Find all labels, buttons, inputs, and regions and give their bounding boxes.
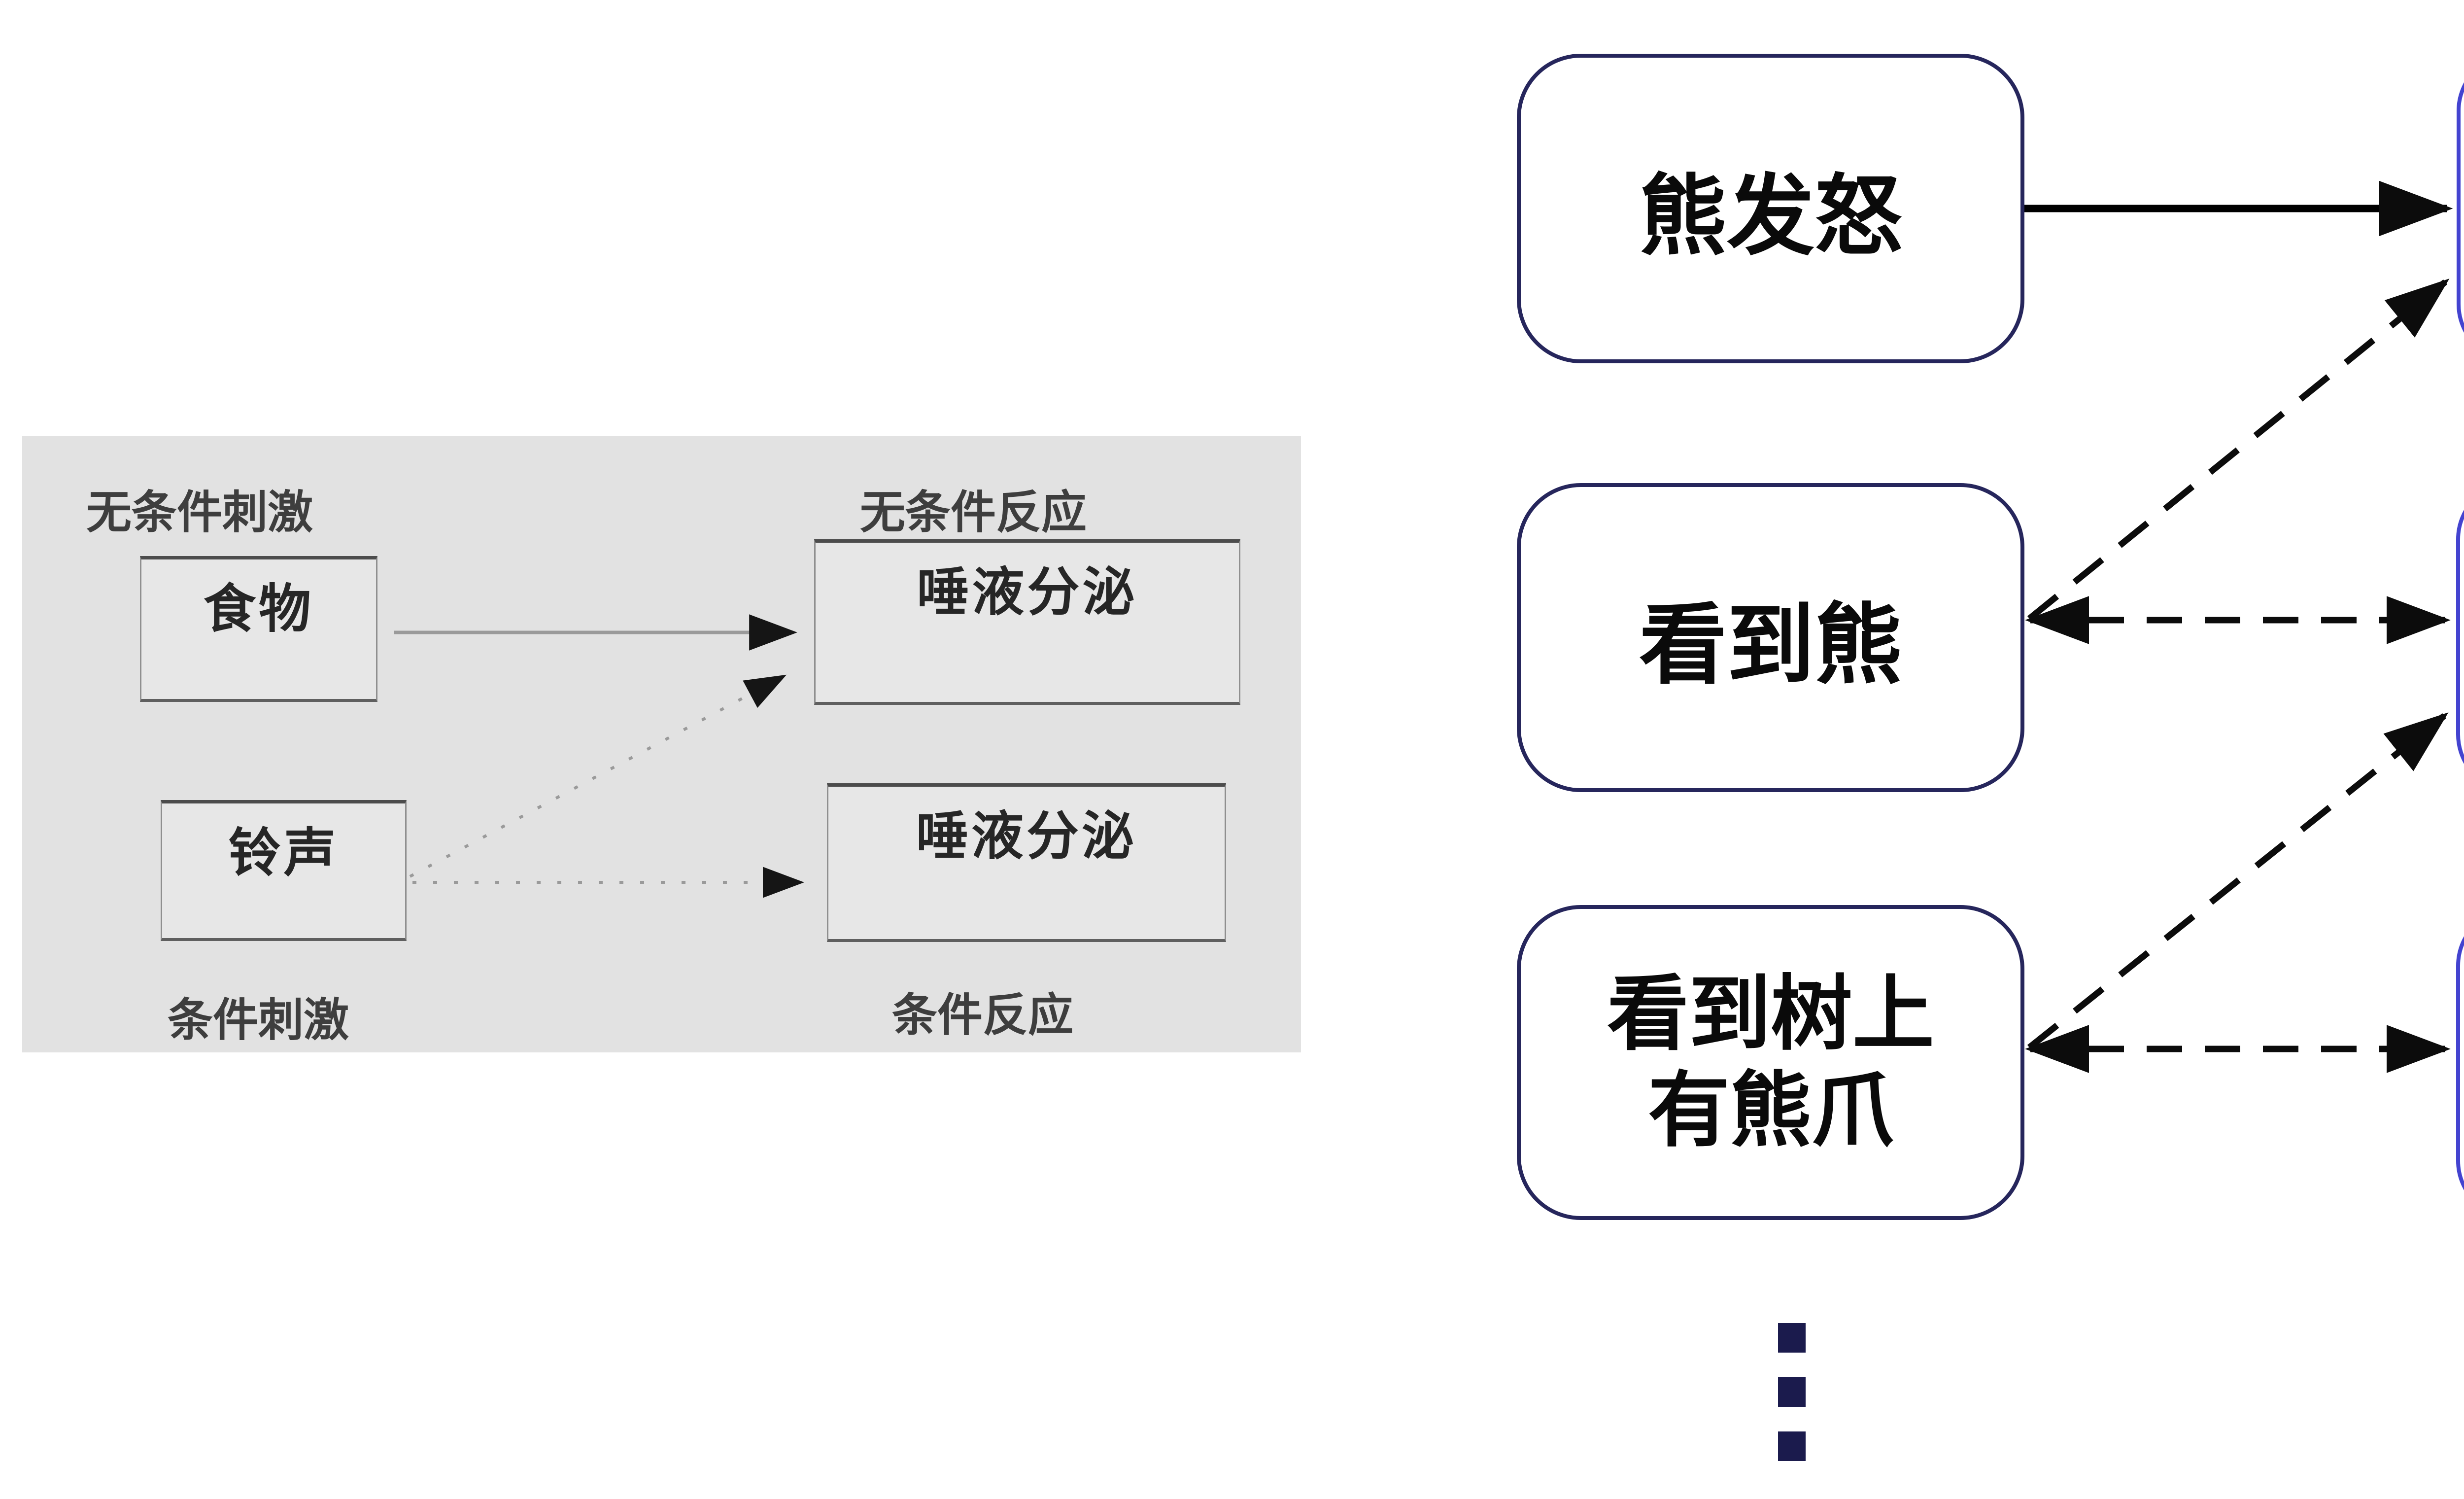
conditioned-stimulus-label: 条件刺激	[168, 995, 349, 1046]
see-bear-claw-label-line1: 看到树上	[1607, 968, 1934, 1060]
value-state-box: V(s)	[2456, 906, 2464, 1220]
food-box-label: 食物	[204, 580, 314, 638]
see-bear-claw-label-line2: 有熊爪	[1648, 1065, 1893, 1156]
panel-arrows-layer	[394, 614, 804, 898]
bell-to-unconditioned-salivation-dotted-arrow	[409, 674, 787, 878]
bear-angry-box: 熊发怒	[1517, 54, 2024, 363]
see-bear-label: 看到熊	[1639, 596, 1902, 694]
unconditioned-salivation-label: 唾液分泌	[917, 563, 1138, 622]
unconditioned-response-label: 无条件反应	[860, 488, 1087, 538]
classical-conditioning-panel: 无条件刺激 无条件反应 食物 唾液分泌 铃声 唾液分泌 条件刺激 条件反应	[22, 436, 1301, 1052]
unconditioned-salivation-box: 唾液分泌	[814, 539, 1240, 705]
food-box: 食物	[140, 556, 377, 702]
bell-box: 铃声	[161, 800, 407, 941]
conditioned-salivation-label: 唾液分泌	[916, 807, 1137, 866]
ellipsis-dot-left-3	[1778, 1431, 1806, 1461]
ellipsis-dot-left-1	[1778, 1323, 1806, 1353]
bear-angry-label: 熊发怒	[1639, 167, 1902, 265]
see-bear-claw-box: 看到树上 有熊爪	[1517, 905, 2024, 1220]
unconditioned-stimulus-label: 无条件刺激	[86, 488, 313, 538]
see-claw-to-value-next-state-dashed-arrow	[2027, 712, 2449, 1050]
ellipsis-dot-left-2	[1778, 1377, 1806, 1407]
conditioned-response-label: 条件反应	[892, 990, 1074, 1041]
conditioned-salivation-box: 唾液分泌	[827, 783, 1226, 942]
reward-box: 奖励	[2457, 52, 2464, 363]
see-bear-box: 看到熊	[1517, 483, 2024, 792]
bell-box-label: 铃声	[228, 824, 339, 882]
see-bear-to-reward-dashed-arrow	[2027, 279, 2450, 622]
value-next-state-box: V(s′)	[2456, 480, 2464, 794]
